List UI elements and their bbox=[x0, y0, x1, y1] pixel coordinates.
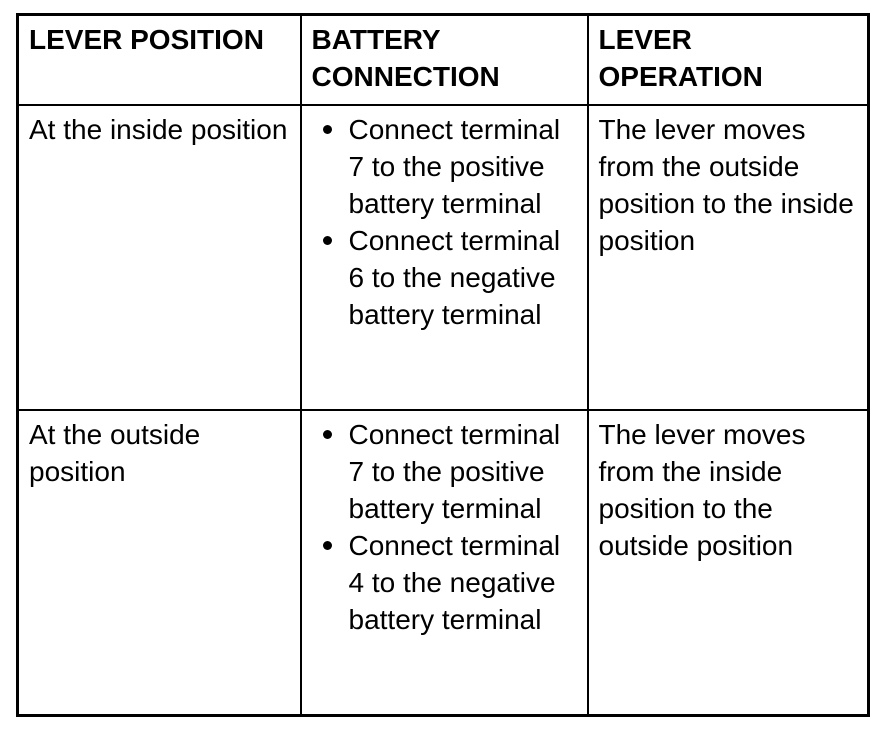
lever-operation-table: LEVER POSITION BATTERY CONNECTION LEVER … bbox=[16, 13, 870, 717]
cell-lever-operation: The lever moves from the inside position… bbox=[586, 408, 870, 717]
table-header-row: LEVER POSITION BATTERY CONNECTION LEVER … bbox=[16, 13, 870, 106]
header-battery-connection: BATTERY CONNECTION bbox=[299, 13, 589, 106]
lever-position-text: At the inside position bbox=[29, 113, 288, 145]
cell-battery-connection: Connect terminal 7 to the positive batte… bbox=[299, 103, 589, 411]
lever-position-text: At the outside position bbox=[29, 418, 201, 487]
connection-instruction: Connect terminal 6 to the negative batte… bbox=[348, 224, 561, 330]
cell-lever-position: At the outside position bbox=[16, 408, 302, 717]
battery-connection-list: Connect terminal 7 to the positive batte… bbox=[312, 111, 579, 333]
bullet-icon bbox=[322, 429, 332, 439]
battery-connection-list: Connect terminal 7 to the positive batte… bbox=[312, 416, 579, 638]
cell-battery-connection: Connect terminal 7 to the positive batte… bbox=[299, 408, 589, 717]
connection-instruction: Connect terminal 7 to the positive batte… bbox=[348, 418, 561, 524]
list-item: Connect terminal 7 to the positive batte… bbox=[312, 111, 579, 222]
list-item: Connect terminal 7 to the positive batte… bbox=[312, 416, 579, 527]
connection-instruction: Connect terminal 7 to the positive batte… bbox=[348, 113, 561, 219]
header-lever-position: LEVER POSITION bbox=[16, 13, 302, 106]
lever-operation-text: The lever moves from the outside positio… bbox=[598, 113, 854, 256]
lever-operation-text: The lever moves from the inside position… bbox=[598, 418, 806, 561]
connection-instruction: Connect terminal 4 to the negative batte… bbox=[348, 529, 561, 635]
cell-lever-position: At the inside position bbox=[16, 103, 302, 411]
table-row: At the outside position Connect terminal… bbox=[16, 408, 870, 717]
header-lever-operation: LEVER OPERATION bbox=[586, 13, 870, 106]
bullet-icon bbox=[322, 124, 332, 134]
bullet-icon bbox=[322, 540, 332, 550]
table-row: At the inside position Connect terminal … bbox=[16, 103, 870, 411]
list-item: Connect terminal 4 to the negative batte… bbox=[312, 527, 579, 638]
list-item: Connect terminal 6 to the negative batte… bbox=[312, 222, 579, 333]
cell-lever-operation: The lever moves from the outside positio… bbox=[586, 103, 870, 411]
bullet-icon bbox=[322, 235, 332, 245]
